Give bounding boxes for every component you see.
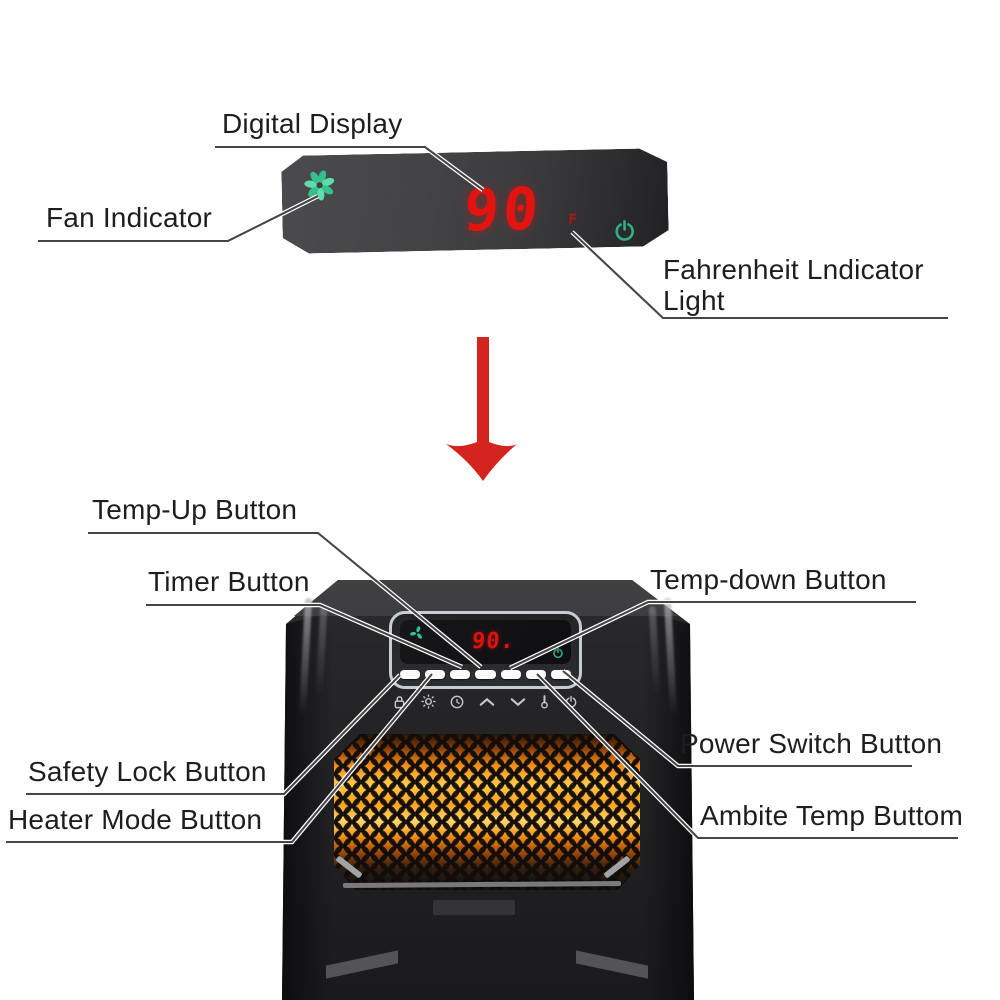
label-timer: Timer Button [148,566,310,597]
callout-line-ambient-temp [535,672,958,841]
control-buttons [400,670,571,679]
label-heater-mode: Heater Mode Button [8,804,263,835]
power-switch-button[interactable] [550,670,571,679]
label-digital-display: Digital Display [222,108,403,139]
callout-line-safety-lock [26,673,402,797]
heater-top-lid [294,580,678,616]
chevron-up-icon [479,697,495,706]
callout-line-digital-display [215,144,485,192]
lock-icon [394,695,405,708]
temp-up-button[interactable] [475,670,496,679]
timer-button[interactable] [450,670,471,679]
safety-lock-button[interactable] [400,670,421,679]
power-indicator-icon [612,219,636,243]
sun-icon [421,694,436,709]
heater-digital-display: 90. [400,620,571,664]
callout-line-fahrenheit [570,230,948,321]
fan-indicator-icon [409,626,422,639]
callout-line-timer [146,602,463,670]
thermometer-icon [541,695,549,709]
fan-indicator-icon [301,167,338,204]
label-ambient-temp: Ambite Temp Buttom [700,800,963,831]
callout-line-temp-down [509,599,916,671]
callout-line-power-switch [561,669,912,769]
callout-line-heater-mode [6,672,434,845]
label-fan-indicator: Fan Indicator [46,202,213,233]
label-safety-lock: Safety Lock Button [28,756,267,787]
ambient-temp-button[interactable] [525,670,546,679]
label-fahrenheit-indicator: Fahrenheit Lndicator Light [663,254,924,317]
heater-mode-button[interactable] [425,670,446,679]
label-temp-up: Temp-Up Button [92,494,298,525]
clock-icon [450,695,464,708]
temp-down-button[interactable] [500,670,521,679]
button-icon-row [393,694,578,709]
label-power-switch: Power Switch Button [680,728,943,759]
chevron-down-icon [510,697,525,706]
callout-line-fan-indicator [38,193,320,244]
heater-product-image: 90. [280,576,696,1000]
power-indicator-icon [553,647,563,658]
display-closeup-panel: 90 F [281,148,669,254]
heating-element-window [334,734,640,890]
lower-recess [433,900,515,915]
callout-line-temp-up [88,530,483,669]
label-temp-down: Temp-down Button [650,564,887,595]
